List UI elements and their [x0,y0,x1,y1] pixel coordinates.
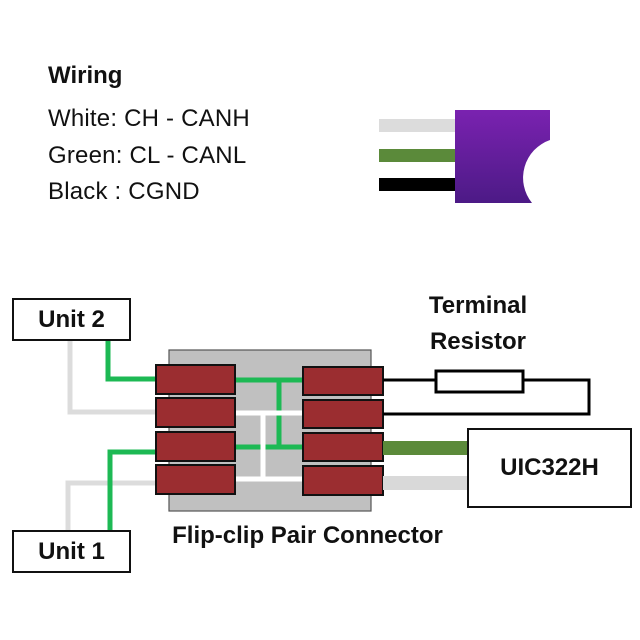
legend-wire-green [379,149,459,162]
legend-wire-white [379,119,459,132]
right-pin-3 [302,432,384,462]
uic-white-cable [383,476,469,490]
terminal-resistor-circuit [383,369,591,416]
terminal-label: Terminal [428,292,528,319]
uic322h-cables [383,441,469,490]
resistor-symbol [434,369,525,394]
uic-green-cable [383,441,469,455]
legend-wire-black [379,178,459,191]
purple-plug [455,110,550,203]
left-pin-2 [155,397,236,428]
legend-black-wire: Black : CGND [48,178,200,205]
unit2-wires [67,340,157,415]
right-pins [302,366,384,496]
right-pin-4 [302,465,384,496]
unit2-box: Unit 2 [12,298,131,341]
wiring-legend-title: Wiring [48,62,123,89]
connector-label: Flip-clip Pair Connector [172,522,443,549]
unit2-green-wire [105,340,157,382]
left-pin-1 [155,364,236,395]
right-pin-1 [302,366,384,396]
legend-green-wire: Green: CL - CANL [48,142,247,169]
internal-bus [234,377,304,482]
resistor-wire-return [383,378,591,416]
left-pin-4 [155,464,236,495]
unit2-label: Unit 2 [38,305,105,333]
uic322h-box: UIC322H [467,428,632,508]
unit1-label: Unit 1 [38,537,105,565]
unit1-wires [65,449,157,531]
unit1-white-wire [65,480,157,531]
right-pin-2 [302,399,384,429]
cable-plug-icon [379,110,550,203]
unit1-green-wire [107,449,157,531]
uic322h-label: UIC322H [500,454,599,481]
unit2-white-wire [67,340,157,415]
left-pins [155,364,236,495]
legend-white-wire: White: CH - CANH [48,105,250,132]
left-pin-3 [155,431,236,462]
unit1-box: Unit 1 [12,530,131,573]
resistor-label: Resistor [429,328,527,355]
